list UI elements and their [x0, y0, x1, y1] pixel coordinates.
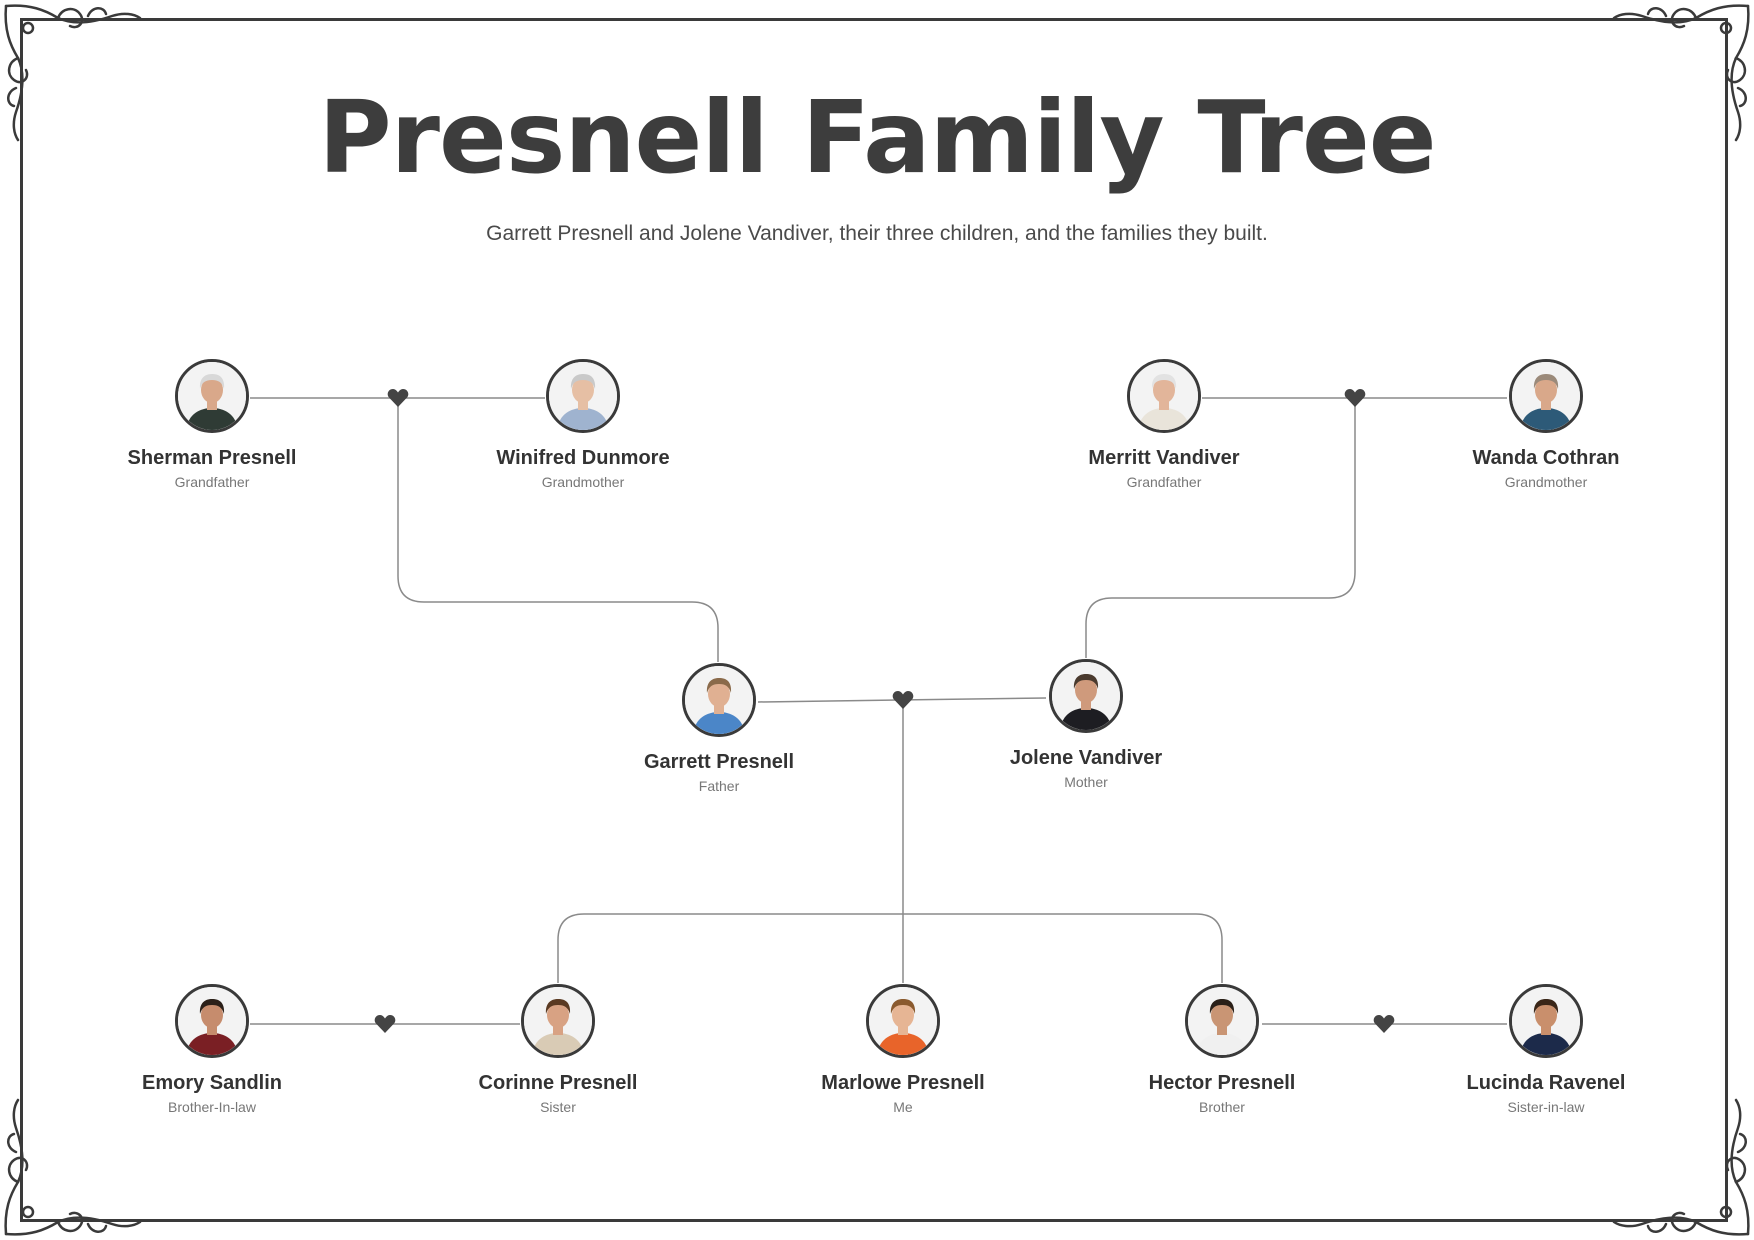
sibling-bar: [557, 913, 1223, 983]
corner-ornament-top-left: [0, 0, 150, 150]
heart-icon: [1344, 388, 1366, 408]
person-role: Brother: [1199, 1099, 1245, 1115]
descent-line-left-grandparents: [397, 398, 719, 662]
descent-line-right-grandparents: [1085, 398, 1356, 658]
avatar: [1509, 359, 1583, 433]
avatar: [546, 359, 620, 433]
person-name: Merritt Vandiver: [1088, 447, 1240, 469]
corner-ornament-bottom-right: [1604, 1090, 1754, 1240]
person-card[interactable]: Winifred Dunmore Grandmother: [463, 359, 703, 490]
heart-icon: [1373, 1014, 1395, 1034]
person-card[interactable]: Merritt Vandiver Grandfather: [1044, 359, 1284, 490]
person-name: Sherman Presnell: [127, 447, 297, 469]
person-name: Wanda Cothran: [1472, 447, 1620, 469]
person-role: Grandfather: [1126, 474, 1202, 490]
person-name: Lucinda Ravenel: [1466, 1072, 1626, 1094]
person-name: Marlowe Presnell: [821, 1072, 985, 1094]
person-role: Grandmother: [1504, 474, 1588, 490]
person-name: Jolene Vandiver: [1009, 747, 1163, 769]
person-card[interactable]: Wanda Cothran Grandmother: [1426, 359, 1666, 490]
person-card[interactable]: Garrett Presnell Father: [599, 663, 839, 794]
person-role: Mother: [1064, 774, 1108, 790]
person-card[interactable]: Sherman Presnell Grandfather: [92, 359, 332, 490]
person-name: Winifred Dunmore: [496, 447, 670, 469]
person-role: Me: [893, 1099, 913, 1115]
person-card[interactable]: Marlowe Presnell Me: [783, 984, 1023, 1115]
avatar: [521, 984, 595, 1058]
heart-icon: [387, 388, 409, 408]
heart-icon: [892, 690, 914, 710]
person-card[interactable]: Lucinda Ravenel Sister-in-law: [1426, 984, 1666, 1115]
person-card[interactable]: Hector Presnell Brother: [1102, 984, 1342, 1115]
avatar: [1185, 984, 1259, 1058]
page-subtitle: Garrett Presnell and Jolene Vandiver, th…: [486, 222, 1268, 245]
corner-ornament-top-right: [1604, 0, 1754, 150]
person-name: Corinne Presnell: [478, 1072, 638, 1094]
person-role: Father: [698, 778, 740, 794]
avatar: [1049, 659, 1123, 733]
person-role: Grandfather: [174, 474, 250, 490]
avatar: [1509, 984, 1583, 1058]
person-card[interactable]: Corinne Presnell Sister: [438, 984, 678, 1115]
avatar: [175, 359, 249, 433]
person-name: Garrett Presnell: [643, 751, 795, 773]
person-role: Grandmother: [541, 474, 625, 490]
heart-icon: [374, 1014, 396, 1034]
person-role: Sister: [540, 1099, 576, 1115]
person-card[interactable]: Emory Sandlin Brother-In-law: [92, 984, 332, 1115]
avatar: [175, 984, 249, 1058]
page-title: Presnell Family Tree: [318, 79, 1436, 196]
person-role: Brother-In-law: [168, 1099, 256, 1115]
corner-ornament-bottom-left: [0, 1090, 150, 1240]
person-role: Sister-in-law: [1507, 1099, 1585, 1115]
avatar: [866, 984, 940, 1058]
person-name: Hector Presnell: [1148, 1072, 1296, 1094]
avatar: [682, 663, 756, 737]
page-frame: [20, 18, 1728, 1222]
person-name: Emory Sandlin: [141, 1072, 283, 1094]
avatar: [1127, 359, 1201, 433]
person-card[interactable]: Jolene Vandiver Mother: [966, 659, 1206, 790]
